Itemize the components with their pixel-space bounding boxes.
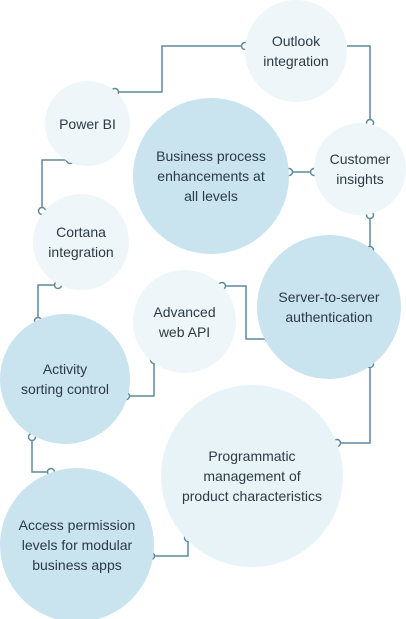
node-outlook: Outlook integration xyxy=(245,0,347,102)
node-label: Cortana integration xyxy=(48,224,114,260)
node-label: Outlook integration xyxy=(263,33,329,69)
connector-cortana-activity xyxy=(37,284,58,321)
node-label: Business process enhancements at all lev… xyxy=(156,148,266,204)
node-powerbi: Power BI xyxy=(45,81,130,166)
node-server-to-server: Server-to-server authentication xyxy=(257,235,401,379)
connector-api-s2s xyxy=(222,285,269,340)
node-label: Server-to-server authentication xyxy=(278,289,380,325)
node-programmatic: Programmatic management of product chara… xyxy=(161,385,343,567)
node-label: Access permission levels for modular bus… xyxy=(18,517,136,573)
connector-activity-access xyxy=(31,437,51,473)
node-access-permission: Access permission levels for modular bus… xyxy=(0,468,154,619)
connector-access-programmatic xyxy=(151,538,189,557)
node-label: Advanced web API xyxy=(153,303,216,340)
node-label: Programmatic management of product chara… xyxy=(181,448,323,504)
node-label: Activity sorting control xyxy=(21,361,109,397)
connector-outlook-customer xyxy=(347,45,371,123)
node-business-process: Business process enhancements at all lev… xyxy=(133,98,289,254)
node-label: Customer insights xyxy=(329,151,391,187)
node-advanced-api: Advanced web API xyxy=(133,270,236,373)
node-activity-sorting: Activity sorting control xyxy=(0,314,130,444)
node-cortana: Cortana integration xyxy=(33,194,129,290)
connector-powerbi-cortana xyxy=(41,159,70,211)
connector-powerbi-outlook xyxy=(115,45,245,93)
connector-api-activity xyxy=(126,360,155,397)
connector-s2s-programmatic xyxy=(337,364,371,444)
node-customer-insights: Customer insights xyxy=(314,123,406,215)
node-label: Power BI xyxy=(59,115,116,132)
